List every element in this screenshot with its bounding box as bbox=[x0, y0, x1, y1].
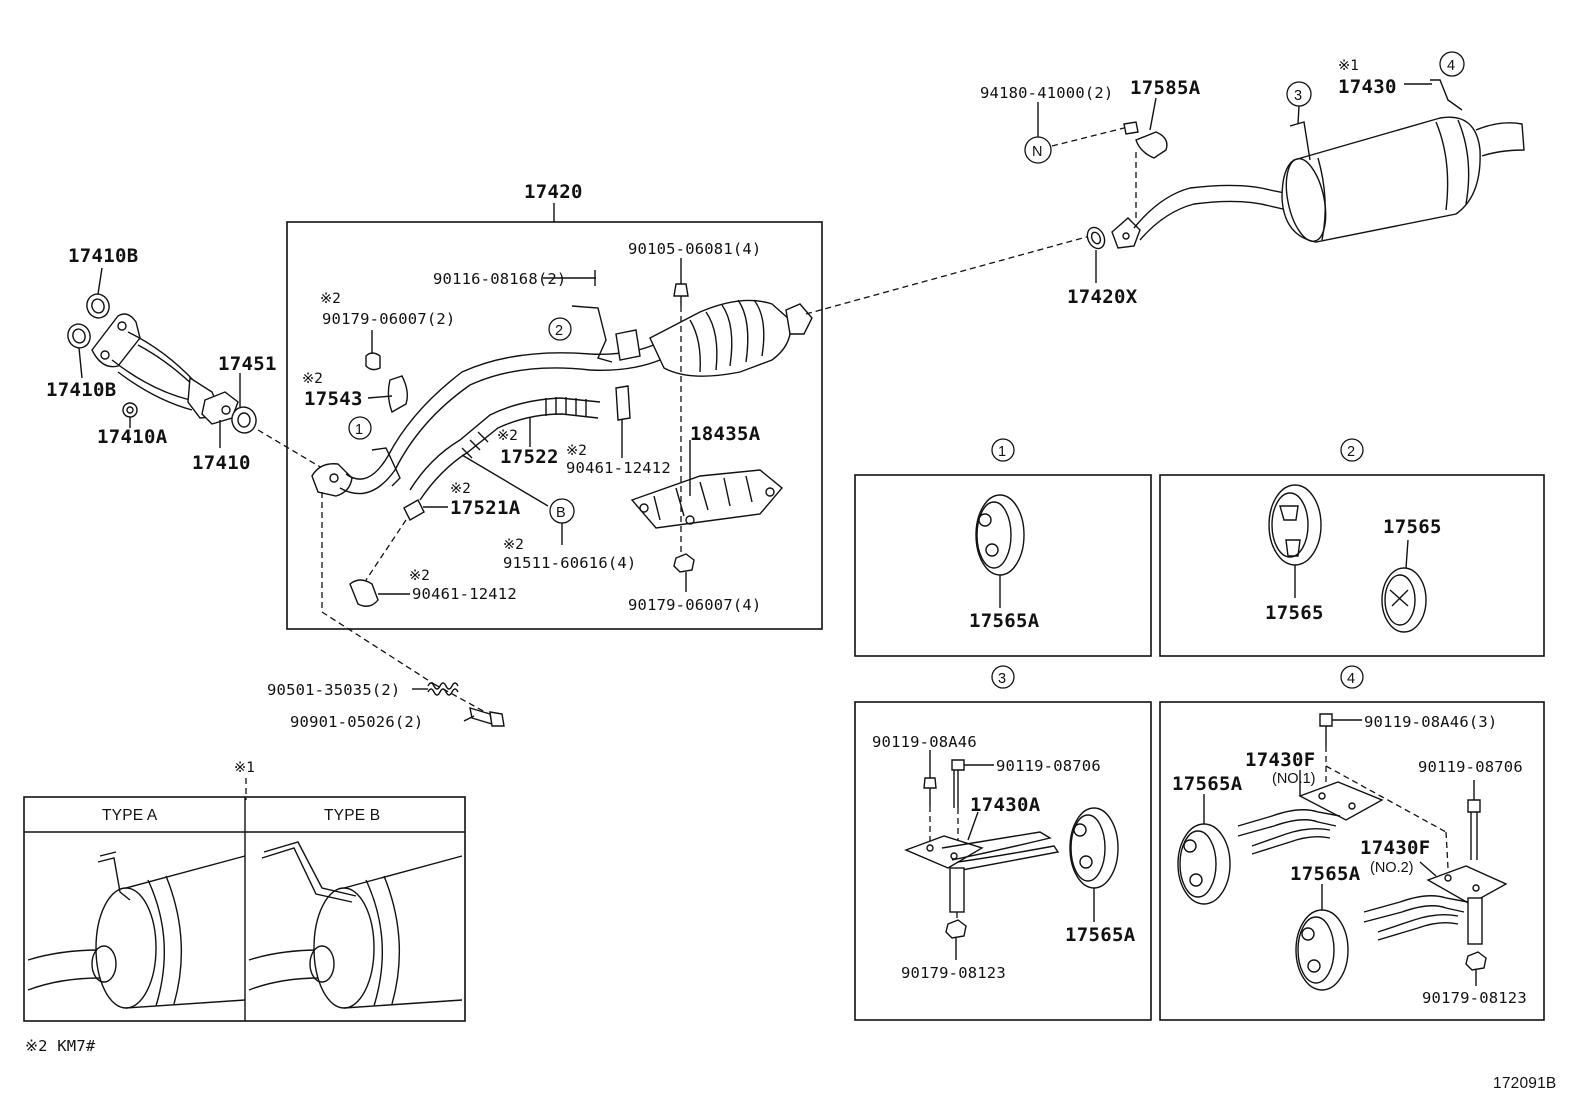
inset-3-box bbox=[854, 701, 1152, 1021]
inset-3-rubber-label[interactable]: 17565A bbox=[1065, 924, 1136, 946]
inset-4-circle bbox=[1340, 665, 1364, 689]
bracket-17585A bbox=[1123, 121, 1168, 159]
inset-4-hanger-assembly bbox=[1177, 713, 1508, 991]
inset-2-part-left-label[interactable]: 17565 bbox=[1265, 602, 1324, 624]
ref-circle-3-main-text: 3 bbox=[1294, 88, 1302, 104]
part-17451-label[interactable]: 17451 bbox=[218, 353, 277, 375]
type-b-muffler bbox=[248, 841, 463, 1009]
bolt-90901-05026-label[interactable]: 90901-05026(2) bbox=[290, 713, 423, 731]
inset-2-part-right-label[interactable]: 17565 bbox=[1383, 516, 1442, 538]
ref-circle-4-main-text: 4 bbox=[1447, 58, 1455, 74]
mark-kome2-e: ※2 bbox=[450, 481, 471, 497]
type-b-label: TYPE B bbox=[324, 807, 380, 824]
part-17410B-bottom-label[interactable]: 17410B bbox=[46, 379, 116, 401]
heat-insulator-18435A bbox=[630, 469, 783, 573]
inset-3-bolt-2-label[interactable]: 90119-08706 bbox=[996, 757, 1101, 775]
inset-4-rubber-2-label[interactable]: 17565A bbox=[1290, 863, 1361, 885]
inset-4-nut-label[interactable]: 90179-08123 bbox=[1422, 989, 1527, 1007]
ref-circle-4-main bbox=[1439, 51, 1465, 77]
inset-1-circle bbox=[991, 438, 1015, 462]
type-a-label: TYPE A bbox=[102, 807, 158, 824]
mark-kome1-main: ※1 bbox=[1338, 58, 1359, 74]
tail-pipe-and-muffler bbox=[1086, 79, 1525, 250]
mark-kome2-d: ※2 bbox=[566, 443, 587, 459]
inset-1-number: 1 bbox=[998, 444, 1006, 460]
inset-4-bolt-2-label[interactable]: 90119-08706 bbox=[1418, 758, 1523, 776]
types-mark-kome1: ※1 bbox=[234, 760, 255, 776]
mark-kome2-g: ※2 bbox=[409, 568, 430, 584]
front-exhaust-pipe bbox=[311, 283, 813, 521]
part-18435A-label[interactable]: 18435A bbox=[690, 423, 761, 445]
part-17543-label[interactable]: 17543 bbox=[304, 388, 363, 410]
inset-4-box bbox=[1159, 701, 1545, 1021]
spring-90501-35035-label[interactable]: 90501-35035(2) bbox=[267, 681, 400, 699]
inset-3-nut-label[interactable]: 90179-08123 bbox=[901, 964, 1006, 982]
type-comparison-box bbox=[23, 796, 466, 1022]
part-17420-label[interactable]: 17420 bbox=[524, 181, 583, 203]
diagram-id: 172091B bbox=[1493, 1075, 1556, 1092]
inset-2-circle bbox=[1340, 438, 1364, 462]
ref-circle-n-text: N bbox=[1032, 144, 1042, 160]
inset-3-hanger-assembly bbox=[904, 750, 1119, 960]
bolt-90116-08168-label[interactable]: 90116-08168(2) bbox=[433, 270, 566, 288]
inset-1-box bbox=[854, 474, 1152, 657]
nut-90179-06007-2-label[interactable]: 90179-06007(2) bbox=[322, 310, 455, 328]
part-17420X-label[interactable]: 17420X bbox=[1067, 286, 1138, 308]
inset-4-hanger-1-label[interactable]: 17430F bbox=[1245, 749, 1315, 771]
clip-90461-12412-a-label[interactable]: 90461-12412 bbox=[566, 459, 671, 477]
part-17410A-label[interactable]: 17410A bbox=[97, 426, 168, 448]
inset-3-hanger-label[interactable]: 17430A bbox=[970, 794, 1041, 816]
bolt-90105-06081-label[interactable]: 90105-06081(4) bbox=[628, 240, 761, 258]
inset-4-hanger-1-sub: (NO.1) bbox=[1272, 771, 1316, 787]
inset-2-rubber-mounts bbox=[1268, 484, 1427, 633]
clip-90461-12412-b-label[interactable]: 90461-12412 bbox=[412, 585, 517, 603]
ref-circle-2-main bbox=[548, 317, 572, 341]
mark-kome2-b: ※2 bbox=[302, 371, 323, 387]
inset-4-hanger-2-label[interactable]: 17430F bbox=[1360, 837, 1430, 859]
mark-kome2-c: ※2 bbox=[497, 428, 518, 444]
mark-kome2-f: ※2 bbox=[503, 537, 524, 553]
bolt-91511-60616-label[interactable]: 91511-60616(4) bbox=[503, 554, 636, 572]
inset-4-number: 4 bbox=[1347, 671, 1355, 687]
inset-3-bolt-1-label[interactable]: 90119-08A46 bbox=[872, 733, 977, 751]
ref-circle-b bbox=[549, 498, 575, 524]
ref-circle-b-text: B bbox=[556, 505, 566, 521]
inset-4-rubber-1-label[interactable]: 17565A bbox=[1172, 773, 1243, 795]
ref-circle-1-main-text: 1 bbox=[355, 422, 363, 438]
part-17410-label[interactable]: 17410 bbox=[192, 452, 251, 474]
type-a-muffler bbox=[27, 851, 246, 1009]
nut-90179-06007-4-label[interactable]: 90179-06007(4) bbox=[628, 596, 761, 614]
part-17521A-label[interactable]: 17521A bbox=[450, 497, 521, 519]
inset-3-circle bbox=[991, 665, 1015, 689]
mark-kome2-a: ※2 bbox=[320, 291, 341, 307]
spring-and-bolt bbox=[427, 682, 505, 727]
part-17410B-top-label[interactable]: 17410B bbox=[68, 245, 138, 267]
inset-1-rubber-mount bbox=[975, 494, 1025, 608]
part-17522-label[interactable]: 17522 bbox=[500, 446, 559, 468]
inset-2-number: 2 bbox=[1347, 444, 1355, 460]
inset-4-bolt-1-label[interactable]: 90119-08A46(3) bbox=[1364, 713, 1497, 731]
bolt-94180-41000-label[interactable]: 94180-41000(2) bbox=[980, 84, 1113, 102]
exhaust-manifold-pipe bbox=[67, 293, 257, 434]
inset-1-part-label[interactable]: 17565A bbox=[969, 610, 1040, 632]
ref-circle-1-main bbox=[348, 416, 372, 440]
footnote-km7: ※2 KM7# bbox=[25, 1037, 96, 1055]
oxygen-sensor bbox=[349, 579, 379, 607]
inset-4-hanger-2-sub: (NO.2) bbox=[1370, 860, 1414, 876]
inset-3-number: 3 bbox=[998, 671, 1006, 687]
inset-2-box bbox=[1159, 474, 1545, 657]
ref-circle-2-main-text: 2 bbox=[555, 323, 563, 339]
part-17430-label[interactable]: 17430 bbox=[1338, 76, 1397, 98]
part-17585A-label[interactable]: 17585A bbox=[1130, 77, 1201, 99]
front-pipe-assembly-box bbox=[286, 203, 823, 630]
